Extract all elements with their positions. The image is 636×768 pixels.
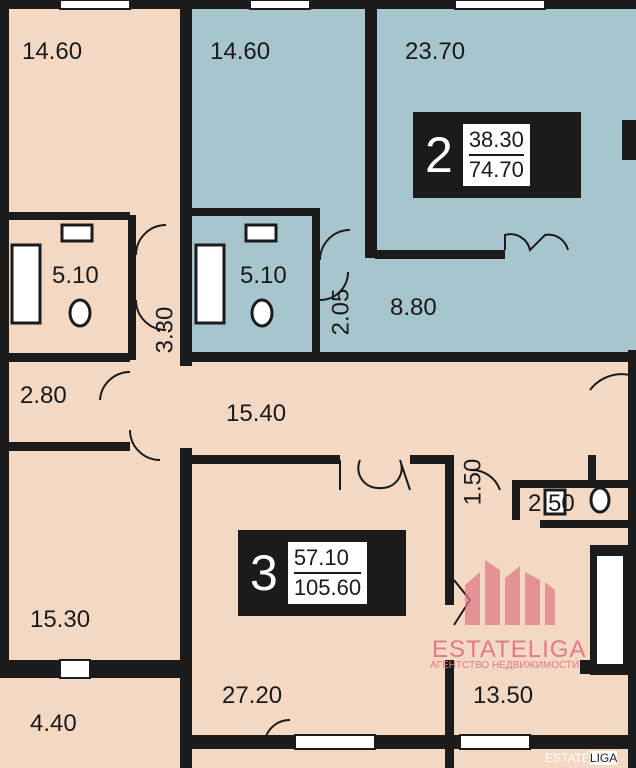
door-arc-hall-left-2 — [129, 429, 161, 461]
door-arc-bottom — [264, 718, 291, 741]
total-area: 105.60 — [293, 575, 362, 600]
room-area-label: 2.05 — [327, 288, 355, 336]
living-area: 57.10 — [293, 544, 362, 574]
room-area-label: 14.60 — [22, 38, 83, 65]
sink-right-icon — [543, 488, 567, 516]
room-area-label: 1.50 — [459, 458, 487, 506]
wall-v-445-low — [445, 660, 454, 768]
toilet-left-icon — [68, 298, 92, 328]
apartment-room-count: 3 — [250, 545, 278, 601]
total-area: 74.70 — [468, 157, 524, 182]
room-area-label: 23.70 — [405, 38, 466, 65]
wall-left-bath-right — [128, 215, 136, 360]
wall-blue-lower-h — [375, 250, 505, 259]
room-area-label: 5.10 — [240, 262, 287, 289]
window-top-3 — [454, 0, 546, 10]
room-area-label: 8.80 — [390, 294, 437, 321]
room-area-label: 15.40 — [226, 400, 287, 427]
bathtub-left-icon — [10, 243, 42, 325]
watermark-tagline: АГЕНТСТВО НЕДВИЖИМОСТИ — [430, 660, 580, 671]
wall-h-bath-right-bottom — [540, 520, 636, 528]
wall-h-bath-right — [520, 480, 636, 488]
wall-v-445 — [445, 455, 454, 605]
fill-balcony — [0, 678, 160, 768]
door-arc-corridor-1 — [135, 224, 167, 256]
room-area-label: 14.60 — [210, 38, 271, 65]
door-arc-blue-hall — [504, 233, 569, 253]
window-top-1 — [59, 0, 131, 10]
wall-v-right-top — [622, 120, 636, 160]
room-area-label: 3.30 — [151, 306, 179, 354]
door-arc-center — [339, 459, 411, 491]
apartment-room-count: 2 — [425, 127, 453, 183]
window-bottom-3 — [459, 734, 531, 750]
sink-left-icon — [60, 223, 94, 243]
wall-blue-bath-right — [312, 215, 320, 355]
apartment-areas: 38.30 74.70 — [462, 124, 530, 186]
wall-v-365 — [365, 0, 377, 258]
door-arc-blue-2 — [319, 271, 349, 301]
watermark-building-icon — [465, 560, 555, 625]
apartment-badge-2: 2 38.30 74.70 — [413, 112, 581, 198]
wall-v-right — [628, 350, 636, 768]
room-area-label: 15.30 — [30, 606, 91, 633]
window-bottom-2 — [294, 734, 376, 750]
door-arc-blue-1 — [319, 229, 351, 261]
wall-center-left — [180, 448, 192, 768]
wall-h-bottom-left — [0, 660, 190, 678]
room-area-label: 2.80 — [20, 382, 67, 409]
wall-h-center-top-right — [410, 455, 450, 464]
toilet-right-icon — [589, 486, 611, 514]
wall-v-180 — [180, 0, 192, 366]
wall-v-596 — [588, 455, 596, 485]
wall-blue-bottom — [190, 352, 636, 362]
room-area-label: 4.40 — [30, 710, 77, 737]
wall-left-upper — [0, 0, 9, 660]
window-right-stair — [595, 554, 625, 666]
room-area-label: 5.10 — [52, 262, 99, 289]
wall-h-y215-left — [0, 212, 130, 220]
wall-h-y215-blue — [190, 208, 320, 216]
wall-h-corridor — [0, 442, 130, 451]
wall-bottom — [190, 735, 636, 749]
living-area: 38.30 — [468, 126, 524, 156]
apartment-areas: 57.10 105.60 — [287, 542, 368, 604]
wall-h-center-top — [190, 455, 340, 464]
wall-left-bath-bottom — [0, 353, 130, 362]
watermark-corner-a: ESTATE — [545, 751, 590, 765]
wall-v-bath-right — [512, 480, 520, 520]
watermark-corner-b: LIGA — [589, 751, 618, 765]
toilet-blue-icon — [250, 298, 274, 328]
room-area-label: 27.20 — [222, 682, 283, 709]
room-area-label: 2.50 — [528, 490, 575, 517]
door-arc-closet — [469, 468, 501, 491]
watermark-brand: ESTATELIGA — [432, 636, 587, 663]
window-bottom-1 — [59, 659, 91, 679]
watermark-corner: ESTATELIGA — [545, 751, 618, 765]
window-top-2 — [249, 0, 311, 10]
sink-blue-icon — [244, 223, 278, 243]
bathtub-blue-icon — [194, 243, 226, 325]
door-arc-hall-left — [99, 370, 131, 401]
door-arc-right — [589, 373, 631, 391]
wall-top — [0, 0, 636, 9]
room-area-label: 13.50 — [473, 682, 534, 709]
apartment-badge-3: 3 57.10 105.60 — [238, 530, 406, 616]
door-arc-corridor-2 — [135, 299, 167, 331]
